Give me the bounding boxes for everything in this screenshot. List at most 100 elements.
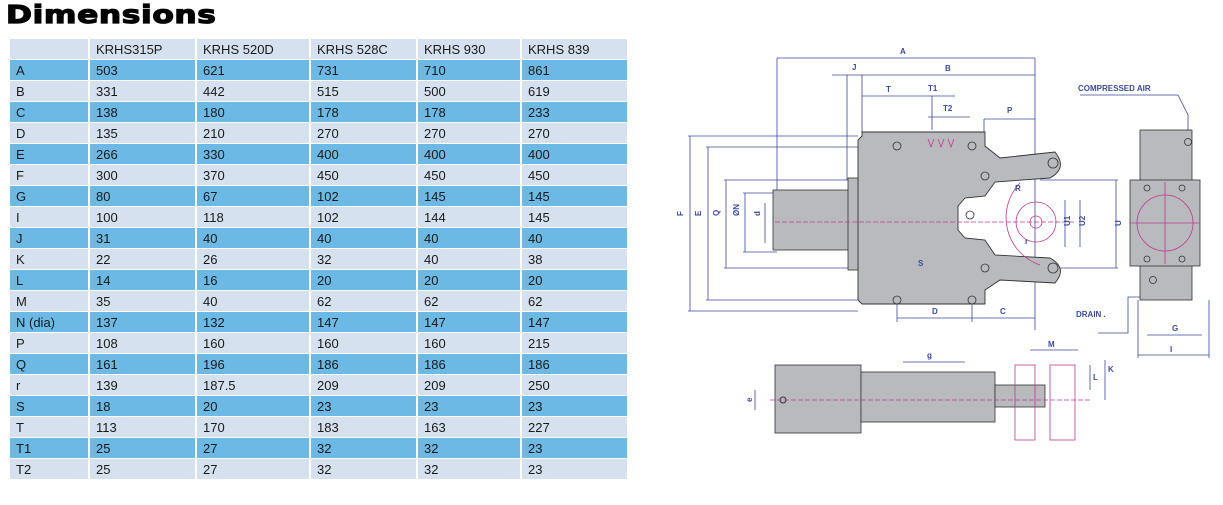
dimension-value: 209 (311, 375, 418, 396)
dimension-value: 40 (418, 249, 522, 270)
dimension-value: 62 (311, 291, 418, 312)
dimension-value: 22 (90, 249, 197, 270)
dimension-value: 25 (90, 459, 197, 480)
dimension-label-d: d (753, 211, 762, 216)
dimension-value: 25 (90, 438, 197, 459)
column-header: KRHS315P (90, 39, 197, 60)
dimension-value: 18 (90, 396, 197, 417)
dimension-value: 503 (90, 60, 197, 81)
column-header: KRHS 528C (311, 39, 418, 60)
dimension-value: 20 (522, 270, 629, 291)
dimension-label: M (10, 291, 90, 312)
dimension-value: 118 (197, 207, 311, 228)
dimension-value: 442 (197, 81, 311, 102)
dimension-label-s: S (918, 259, 924, 268)
dimension-value: 113 (90, 417, 197, 438)
dimension-label: C (10, 102, 90, 123)
dimension-label: A (10, 60, 90, 81)
dimension-label: r (10, 375, 90, 396)
dimension-value: 330 (197, 144, 311, 165)
dimension-label-g: g (927, 351, 932, 360)
dimension-value: 331 (90, 81, 197, 102)
dimension-value: 270 (418, 123, 522, 144)
dimension-value: 27 (197, 459, 311, 480)
dimension-label-i: I (1170, 345, 1172, 354)
dimension-value: 62 (522, 291, 629, 312)
dimension-value: 40 (197, 291, 311, 312)
dimension-value: 186 (418, 354, 522, 375)
dimension-value: 400 (311, 144, 418, 165)
page-title: Dimensions (5, 0, 217, 30)
dimension-value: 102 (311, 186, 418, 207)
dimension-value: 145 (522, 207, 629, 228)
dimension-label: E (10, 144, 90, 165)
dimension-value: 710 (418, 60, 522, 81)
dimension-value: 32 (311, 459, 418, 480)
dimension-label-u2: U2 (1078, 215, 1087, 226)
dimension-value: 80 (90, 186, 197, 207)
dimension-label: F (10, 165, 90, 186)
dimension-value: 31 (90, 228, 197, 249)
dimension-value: 32 (418, 459, 522, 480)
dimension-value: 731 (311, 60, 418, 81)
dimension-value: 147 (418, 312, 522, 333)
dimension-value: 132 (197, 312, 311, 333)
dimension-value: 40 (522, 228, 629, 249)
compressed-air-label: COMPRESSED AIR (1078, 84, 1151, 93)
dimension-label: S (10, 396, 90, 417)
dimension-label: K (10, 249, 90, 270)
column-header: KRHS 520D (197, 39, 311, 60)
dimension-value: 300 (90, 165, 197, 186)
dimension-label-m: M (1048, 340, 1055, 349)
gripper-side-view (1129, 129, 1201, 301)
dimension-label-e: e (745, 397, 754, 402)
dimension-value: 160 (311, 333, 418, 354)
center-lines (775, 138, 1075, 266)
dimension-value: 40 (311, 228, 418, 249)
dimension-label-q: Q (712, 210, 721, 216)
dimension-value: 100 (90, 207, 197, 228)
dimension-value: 40 (418, 228, 522, 249)
dimension-value: 621 (197, 60, 311, 81)
dimension-value: 163 (418, 417, 522, 438)
dimension-value: 62 (418, 291, 522, 312)
dimension-value: 16 (197, 270, 311, 291)
dimension-value: 147 (311, 312, 418, 333)
dimension-value: 67 (197, 186, 311, 207)
dimension-value: 186 (311, 354, 418, 375)
dimension-label-j: J (852, 63, 856, 72)
dimension-value: 23 (522, 396, 629, 417)
dimension-value: 170 (197, 417, 311, 438)
gripper-bottom-view (770, 364, 1090, 441)
dimension-value: 138 (90, 102, 197, 123)
dimension-value: 160 (418, 333, 522, 354)
dimension-label-g: G (1172, 324, 1178, 333)
dimension-value: 147 (522, 312, 629, 333)
dimension-value: 215 (522, 333, 629, 354)
dimension-label: B (10, 81, 90, 102)
dimension-value: 178 (311, 102, 418, 123)
dimension-value: 32 (418, 438, 522, 459)
dimension-label-b: B (945, 64, 951, 73)
dimension-label-k: K (1108, 365, 1114, 374)
dimension-value: 144 (418, 207, 522, 228)
dimension-label-t: T (886, 85, 891, 94)
dimension-value: 23 (418, 396, 522, 417)
dimension-value: 135 (90, 123, 197, 144)
dimension-label: D (10, 123, 90, 144)
column-header (10, 39, 90, 60)
